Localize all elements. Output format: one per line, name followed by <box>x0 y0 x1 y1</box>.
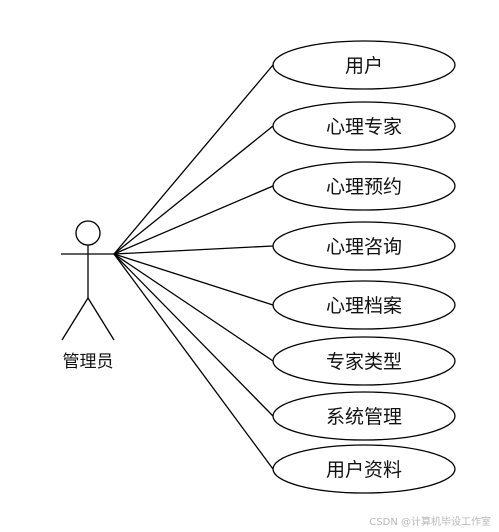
use-case-label: 用户 <box>345 55 383 77</box>
actor-admin: 管理员 <box>61 220 115 372</box>
use-case-ellipse <box>272 391 456 441</box>
association-line <box>113 64 274 255</box>
actor-right-leg <box>87 297 115 341</box>
association-line <box>113 253 274 417</box>
actor-label: 管理员 <box>63 352 114 372</box>
association-line <box>113 245 274 255</box>
use-case: 用户资料 <box>272 444 456 494</box>
use-case: 心理咨询 <box>272 221 456 271</box>
association-lines <box>113 64 274 470</box>
use-case-label: 用户资料 <box>326 459 402 481</box>
association-line <box>113 253 274 362</box>
use-case-label: 专家类型 <box>326 351 402 373</box>
use-case: 系统管理 <box>272 391 456 441</box>
use-case-label: 心理专家 <box>326 116 402 138</box>
actor-head <box>75 220 101 246</box>
use-case-label: 心理预约 <box>326 176 402 198</box>
use-case: 专家类型 <box>272 336 456 386</box>
association-line <box>113 253 274 470</box>
actor-left-leg <box>61 297 89 341</box>
use-case-ellipse <box>272 280 456 330</box>
use-case-ellipse <box>272 161 456 211</box>
use-case-ellipse <box>272 444 456 494</box>
association-line <box>113 125 274 255</box>
use-case-ellipse <box>272 221 456 271</box>
use-case-label: 系统管理 <box>326 406 402 428</box>
use-case-label: 心理档案 <box>326 295 402 317</box>
watermark: CSDN @计算机毕设工作室 <box>369 517 491 528</box>
use-case-ellipse <box>272 40 456 90</box>
association-line <box>113 185 274 255</box>
use-case-ellipse <box>272 101 456 151</box>
use-case: 心理专家 <box>272 101 456 151</box>
use-case: 用户 <box>272 40 456 90</box>
use-case-label: 心理咨询 <box>326 236 402 258</box>
association-line <box>113 253 274 306</box>
use-case: 心理预约 <box>272 161 456 211</box>
use-case-ellipse <box>272 336 456 386</box>
use-case: 心理档案 <box>272 280 456 330</box>
